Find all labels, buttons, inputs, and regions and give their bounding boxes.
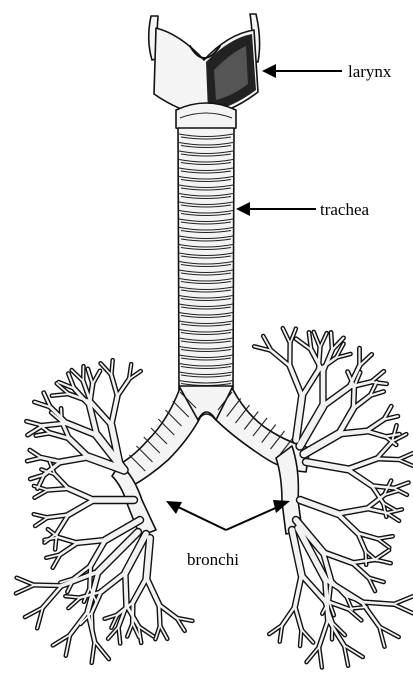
main-bronchi-illustration [112, 386, 310, 536]
bronchi-label: bronchi [187, 550, 239, 569]
trachea-arrowhead [236, 202, 250, 216]
larynx-label: larynx [348, 62, 392, 81]
bronchi-left-pointer [176, 506, 226, 530]
trachea-label: trachea [320, 200, 370, 219]
larynx-illustration [149, 14, 260, 133]
bronchi-right-pointer [226, 506, 280, 530]
larynx-arrowhead [262, 64, 276, 78]
trachea-illustration [178, 128, 234, 394]
